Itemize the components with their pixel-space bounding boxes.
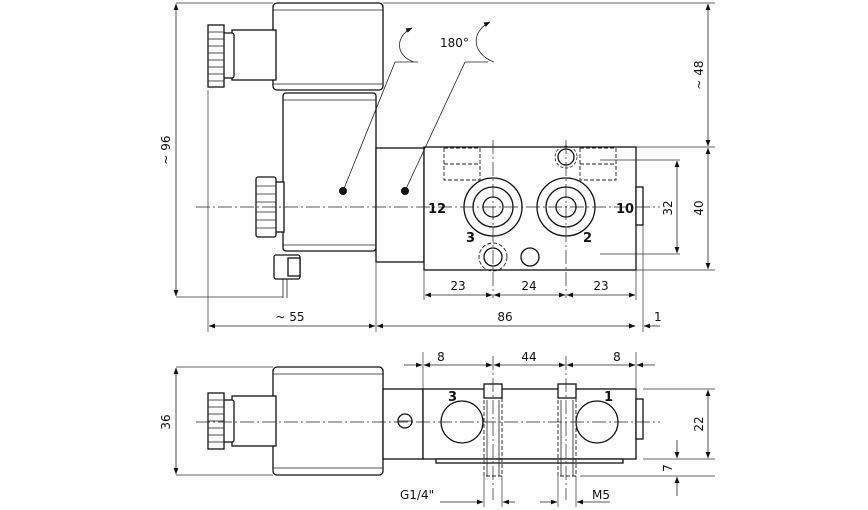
dim-spacing-left: 23 bbox=[450, 279, 465, 293]
dim-edge-left: 8 bbox=[437, 350, 445, 364]
dim-edge-right: 8 bbox=[613, 350, 621, 364]
dim-bottom-offset: 7 bbox=[661, 464, 675, 472]
dim-coil-width: ~ 55 bbox=[275, 310, 304, 324]
port-label-1: 1 bbox=[604, 390, 613, 405]
coil-cap bbox=[272, 2, 384, 91]
port-label-3-bottom: 3 bbox=[448, 390, 457, 405]
bottom-view: 3 1 36 22 7 8 44 8 G1/4" bbox=[159, 350, 715, 507]
dim-end-gap: 1 bbox=[654, 310, 662, 324]
port-label-10: 10 bbox=[616, 202, 634, 217]
mounting-lug bbox=[635, 186, 644, 226]
coil-side bbox=[272, 366, 384, 476]
dim-thread-screw: M5 bbox=[592, 488, 610, 502]
rotation-arrow-left bbox=[399, 27, 415, 63]
coil-body bbox=[282, 92, 377, 252]
dim-spacing-mid: 24 bbox=[521, 279, 536, 293]
connector-side bbox=[231, 395, 277, 447]
dim-block-height: 40 bbox=[692, 200, 706, 215]
connector-plug bbox=[231, 29, 277, 81]
rotation-label: 180° bbox=[440, 36, 469, 50]
top-view: 180° 12 10 3 2 ~ 96 ~ 48 40 32 23 24 23 bbox=[159, 2, 715, 332]
dim-thread-port: G1/4" bbox=[400, 488, 434, 502]
dim-overall-height: ~ 96 bbox=[159, 135, 173, 164]
rotation-arrow-right bbox=[475, 21, 495, 63]
dim-bottom-block: 22 bbox=[692, 416, 706, 431]
dim-spacing-right: 23 bbox=[593, 279, 608, 293]
connector-knurl bbox=[207, 24, 225, 88]
dim-top-to-center: ~ 48 bbox=[692, 60, 706, 89]
port-aux-hole bbox=[520, 247, 540, 267]
dim-bottom-height: 36 bbox=[159, 414, 173, 429]
port-label-12: 12 bbox=[428, 202, 446, 217]
port-label-2: 2 bbox=[583, 231, 592, 246]
dim-port-pitch: 44 bbox=[521, 350, 536, 364]
dim-body-length: 86 bbox=[497, 310, 512, 324]
port-label-3-top: 3 bbox=[466, 231, 475, 246]
dim-port-offset: 32 bbox=[661, 200, 675, 215]
